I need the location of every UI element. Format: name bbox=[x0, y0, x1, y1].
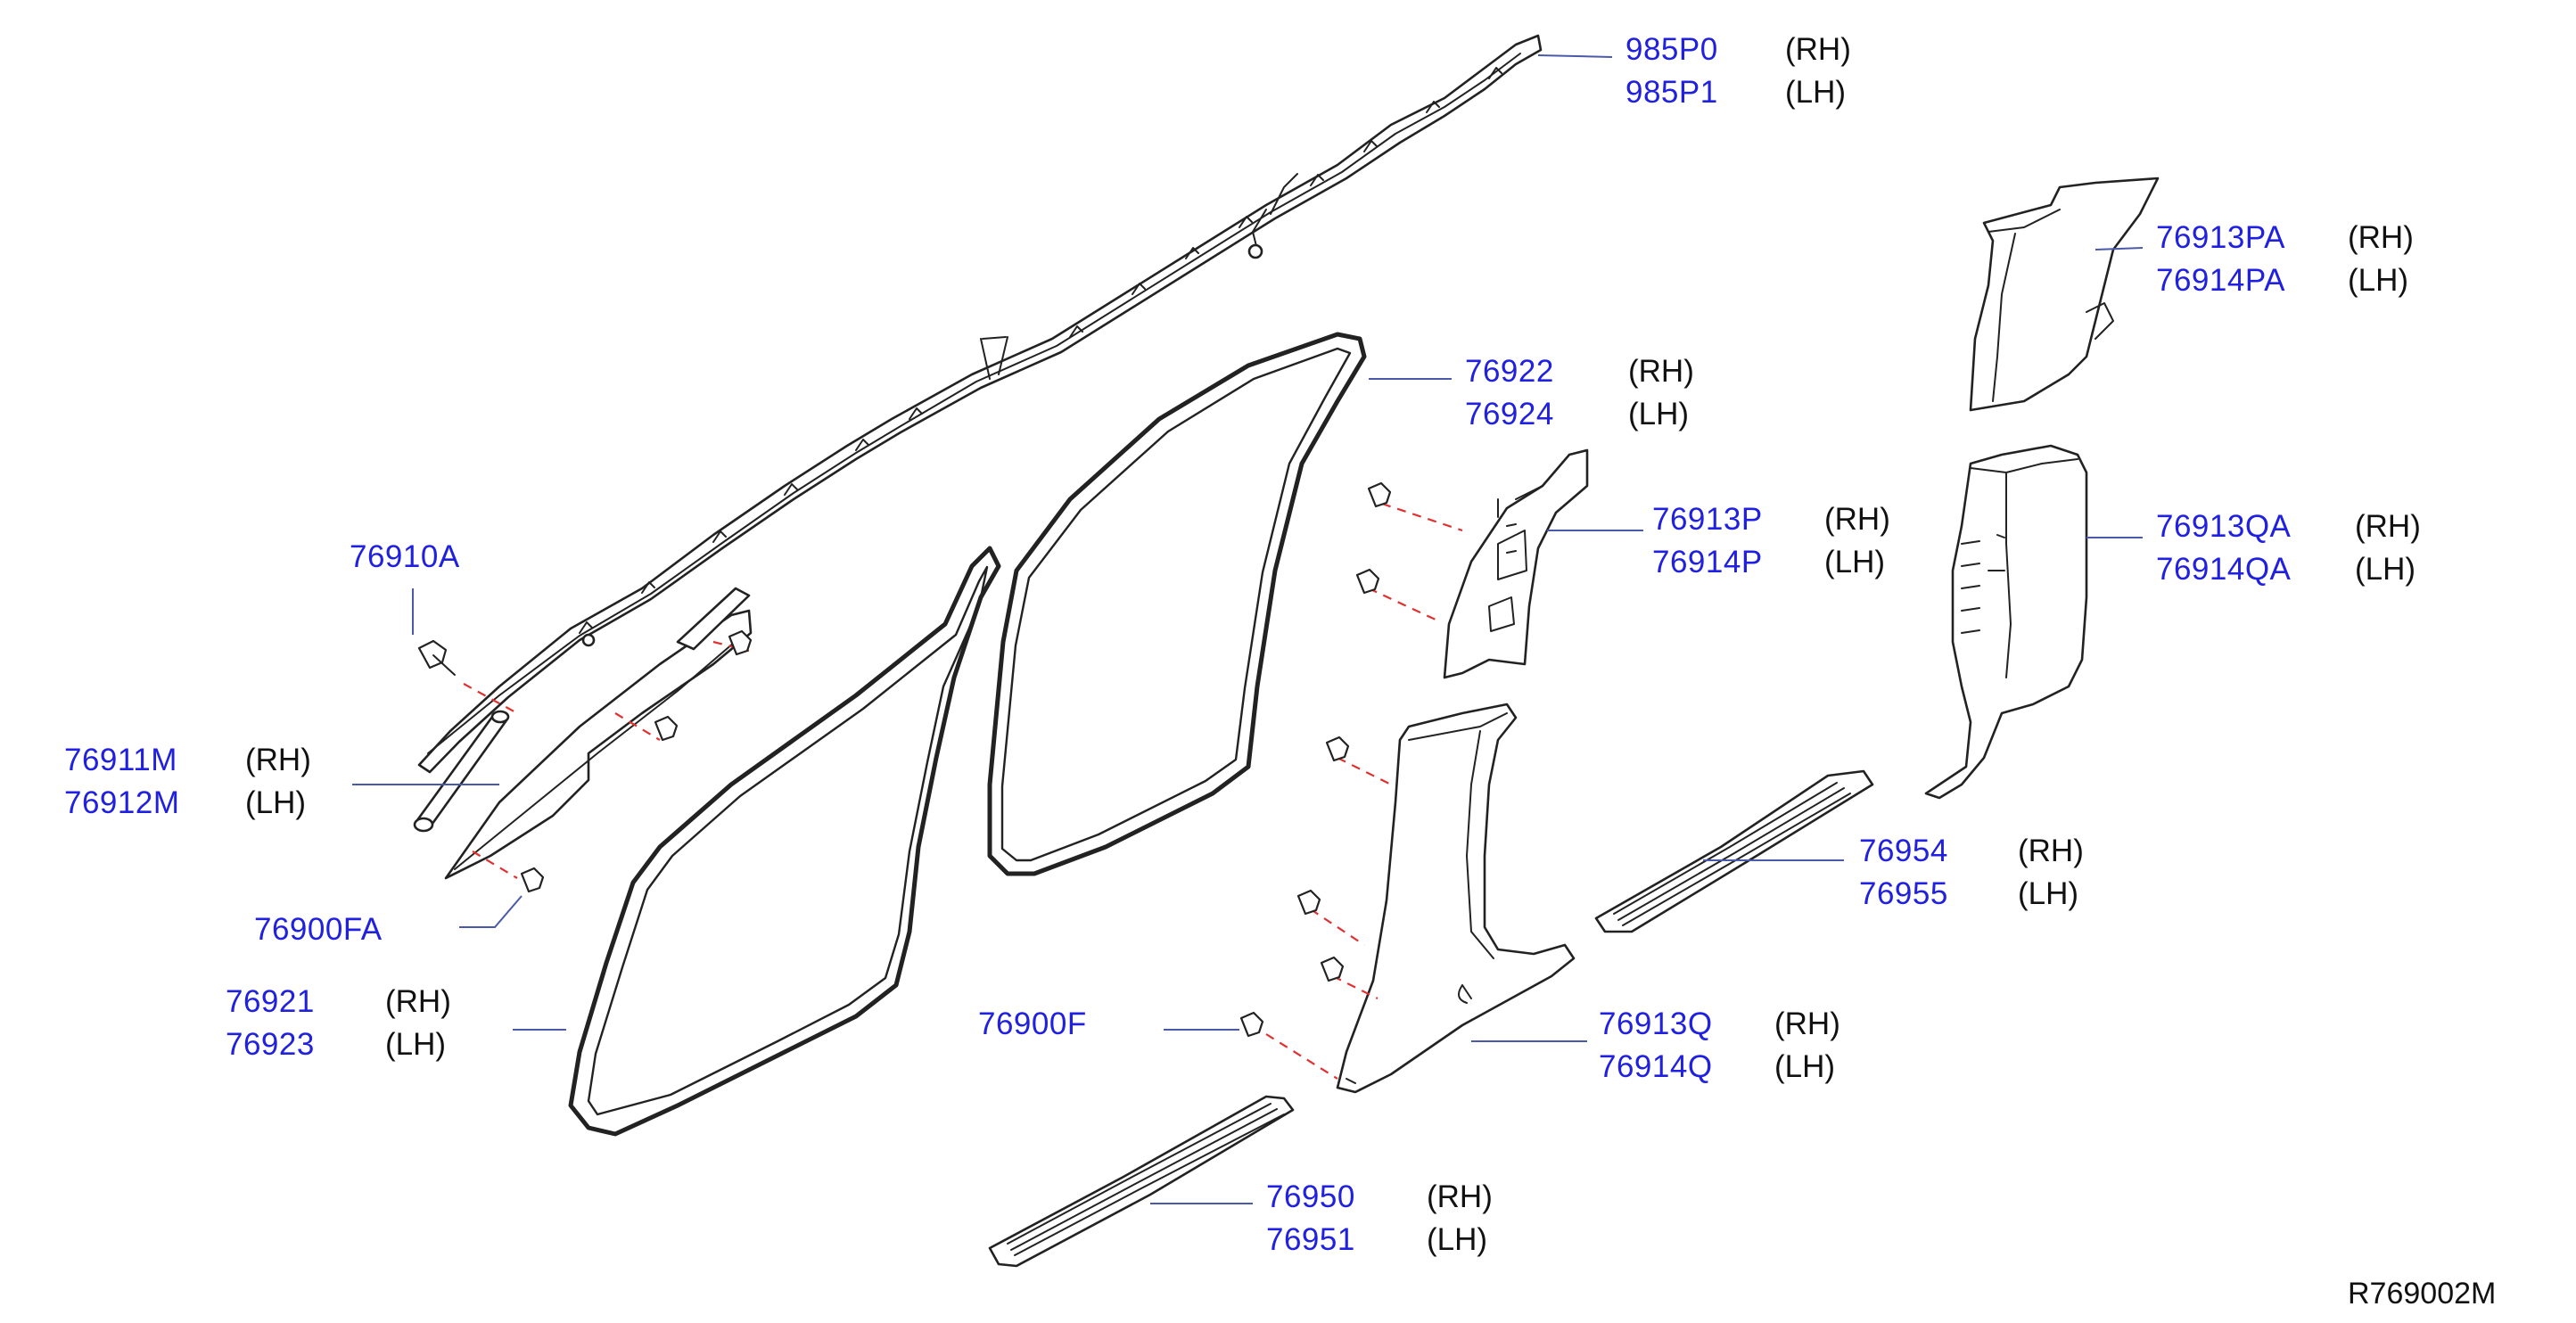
part-labels: 985P0 (RH) 985P1 (LH) 76913PA (RH) 76914… bbox=[64, 32, 2496, 1311]
part-number-76924: 76924 bbox=[1465, 397, 1554, 431]
part-number-76913q: 76913Q bbox=[1599, 1007, 1713, 1041]
part-number-76914qa: 76914QA bbox=[2156, 552, 2292, 587]
part-number-76914pa: 76914PA bbox=[2156, 263, 2285, 298]
leader-lines bbox=[352, 54, 2144, 1204]
side-76913p: (RH) bbox=[1824, 502, 1890, 537]
side-76923: (LH) bbox=[385, 1027, 446, 1062]
part-number-76910a: 76910A bbox=[350, 539, 460, 574]
curtain-airbag-drawing bbox=[417, 34, 1543, 774]
side-985p1: (LH) bbox=[1785, 75, 1846, 110]
rear-door-weatherstrip-drawing bbox=[987, 332, 1367, 876]
part-number-76923: 76923 bbox=[226, 1027, 315, 1062]
part-number-76900fa: 76900FA bbox=[254, 912, 383, 947]
part-number-76922: 76922 bbox=[1465, 354, 1554, 389]
side-76921: (RH) bbox=[385, 984, 451, 1019]
side-76951: (LH) bbox=[1427, 1222, 1487, 1257]
part-number-985p1: 985P1 bbox=[1625, 75, 1718, 110]
side-76911m: (RH) bbox=[245, 743, 311, 777]
side-985p0: (RH) bbox=[1785, 32, 1851, 67]
part-number-76954: 76954 bbox=[1859, 834, 1948, 868]
part-number-76913qa: 76913QA bbox=[2156, 509, 2292, 544]
front-door-weatherstrip-drawing bbox=[568, 546, 1001, 1137]
side-76914q: (LH) bbox=[1774, 1049, 1835, 1084]
side-76914p: (LH) bbox=[1824, 545, 1885, 579]
side-76913qa: (RH) bbox=[2355, 509, 2421, 544]
side-76950: (RH) bbox=[1427, 1179, 1493, 1214]
side-76955: (LH) bbox=[2018, 876, 2078, 911]
part-number-76950: 76950 bbox=[1266, 1179, 1355, 1214]
front-pillar-garnish-drawing bbox=[413, 587, 753, 880]
side-76912m: (LH) bbox=[245, 785, 306, 820]
side-76954: (RH) bbox=[2018, 834, 2084, 868]
side-76914qa: (LH) bbox=[2355, 552, 2416, 587]
rear-pillar-upper-drawing bbox=[1969, 177, 2160, 412]
center-pillar-lower-drawing bbox=[1336, 703, 1576, 1094]
side-76913q: (RH) bbox=[1774, 1007, 1840, 1041]
part-number-76913p: 76913P bbox=[1652, 502, 1763, 537]
part-number-76951: 76951 bbox=[1266, 1222, 1355, 1257]
part-number-76921: 76921 bbox=[226, 984, 315, 1019]
part-number-76955: 76955 bbox=[1859, 876, 1948, 911]
side-76914pa: (LH) bbox=[2348, 263, 2408, 298]
diagram-reference-code: R769002M bbox=[2348, 1277, 2496, 1311]
front-kicking-plate-drawing bbox=[988, 1095, 1295, 1268]
center-pillar-upper-drawing bbox=[1443, 448, 1589, 679]
part-number-76912m: 76912M bbox=[64, 785, 179, 820]
clips-and-bolt-drawing bbox=[417, 481, 1463, 1080]
part-number-985p0: 985P0 bbox=[1625, 32, 1718, 67]
side-76924: (LH) bbox=[1628, 397, 1689, 431]
rear-pillar-lower-drawing bbox=[1924, 444, 2088, 800]
part-number-76914p: 76914P bbox=[1652, 545, 1763, 579]
side-76913pa: (RH) bbox=[2348, 220, 2414, 255]
part-number-76900f: 76900F bbox=[978, 1007, 1087, 1041]
rear-kicking-plate-drawing bbox=[1594, 769, 1874, 933]
part-number-76911m: 76911M bbox=[64, 743, 177, 777]
part-number-76914q: 76914Q bbox=[1599, 1049, 1713, 1084]
part-number-76913pa: 76913PA bbox=[2156, 220, 2285, 255]
side-76922: (RH) bbox=[1628, 354, 1694, 389]
